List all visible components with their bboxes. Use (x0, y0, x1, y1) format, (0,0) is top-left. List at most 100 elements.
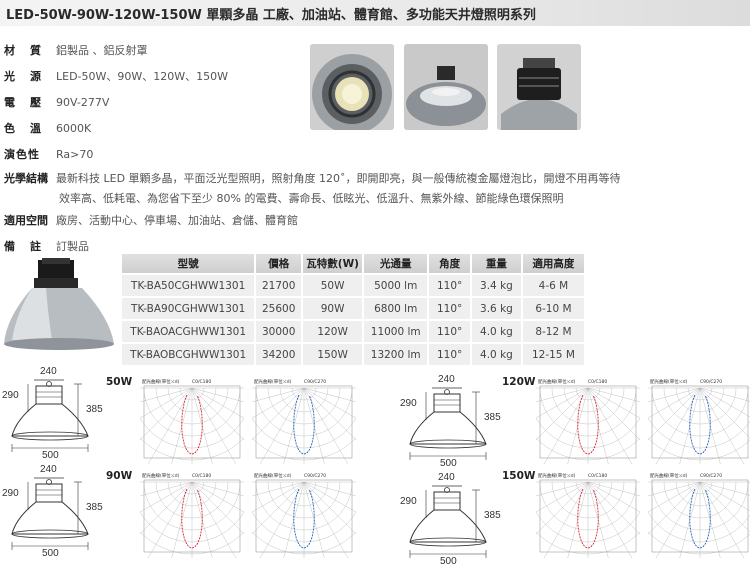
dimension-drawing (404, 380, 500, 466)
polar-chart-svg: 配光曲線(單位:cd) C0/C180 (82, 472, 302, 564)
polar-plane-label: C0/C180 (192, 473, 211, 479)
dim-base-width: 500 (440, 556, 457, 564)
table-cell: 3.6 kg (472, 298, 523, 319)
table-cell: 12-15 M (522, 344, 586, 365)
polar-curve (181, 489, 203, 549)
spec-label: 材 質 (4, 44, 43, 57)
dim-base-width: 500 (440, 458, 457, 469)
table-cell: 25600 (256, 298, 304, 319)
polar-plane-label: C90/C270 (700, 473, 722, 479)
table-row: TK-BAOBCGHWW1301 34200 150W 13200 lm 110… (122, 344, 586, 365)
spec-label: 備 註 (4, 240, 43, 253)
spec-label: 色 溫 (4, 122, 43, 135)
spec-value: 廠房、活動中心、停車場、加油站、倉儲、體育館 (56, 214, 298, 227)
watt-label: 150W (502, 470, 536, 482)
table-cell: 150W (303, 344, 365, 365)
polar-plane-label: C90/C270 (304, 379, 326, 385)
dim-body-height: 290 (2, 390, 19, 401)
dim-total-height: 385 (484, 510, 501, 521)
polar-title: 配光曲線(單位:cd) (142, 378, 180, 385)
table-cell: 34200 (256, 344, 304, 365)
dimension-drawing (6, 372, 102, 458)
spec-label: 光學結構 (4, 172, 48, 185)
spec-label: 演色性 (4, 148, 40, 161)
polar-title: 配光曲線(單位:cd) (254, 378, 292, 385)
dim-total-height: 385 (86, 502, 103, 513)
polar-plane-label: C90/C270 (304, 473, 326, 479)
table-cell: 120W (303, 321, 365, 342)
polar-curve (689, 489, 711, 549)
spec-value: 90V-277V (56, 96, 110, 109)
spec-value: LED-50W、90W、120W、150W (56, 70, 229, 83)
dim-total-height: 385 (484, 412, 501, 423)
table-row: TK-BA50CGHWW1301 21700 50W 5000 lm 110° … (122, 275, 586, 296)
polar-title: 配光曲線(單位:cd) (254, 472, 292, 479)
spec-value: 6000K (56, 122, 92, 135)
dim-body-height: 290 (400, 398, 417, 409)
dim-body-height: 290 (2, 488, 19, 499)
table-cell: 8-12 M (522, 321, 586, 342)
table-header: 角度 (429, 254, 472, 273)
title-bar (0, 0, 750, 26)
polar-chart-c90: 配光曲線(單位:cd)C90/C270 (590, 376, 750, 498)
dim-base-width: 500 (42, 548, 59, 559)
table-cell: TK-BAOBCGHWW1301 (122, 344, 257, 365)
product-photo-side (404, 44, 488, 130)
polar-title: 配光曲線(單位:cd) (538, 378, 576, 385)
polar-title: 配光曲線(單位:cd) (538, 472, 576, 479)
dim-top-width: 240 (40, 366, 57, 377)
lamp-illustration (2, 258, 116, 362)
spec-note: 備 註訂製品 (4, 238, 89, 254)
polar-chart-svg: 配光曲線(單位:cd)C0/C180 (478, 472, 698, 564)
polar-plane-label: C90/C270 (700, 379, 722, 385)
spec-value: 鋁製品 、鋁反射罩 (56, 44, 148, 57)
table-cell: 4-6 M (522, 275, 586, 296)
polar-chart-c0: 配光曲線(單位:cd) C0/C180 (82, 470, 302, 564)
dim-total-height: 385 (86, 404, 103, 415)
spec-label: 電 壓 (4, 96, 43, 109)
table-cell: 30000 (256, 321, 304, 342)
polar-chart-svg: 配光曲線(單位:cd) C90/C270 (194, 378, 414, 498)
table-header-row: 型號 價格 瓦特數(W) 光通量 角度 重量 適用高度 (122, 254, 586, 273)
product-photo-top (497, 44, 581, 130)
page-title: LED-50W-90W-120W-150W 單顆多晶 工廠、加油站、體育館、多功… (6, 8, 536, 23)
table-cell: 11000 lm (364, 321, 430, 342)
polar-chart-c90: 配光曲線(單位:cd) C90/C270 (194, 470, 414, 564)
table-header: 適用高度 (522, 254, 586, 273)
spec-application: 適用空間廠房、活動中心、停車場、加油站、倉儲、體育館 (4, 212, 298, 228)
polar-chart-svg: 配光曲線(單位:cd) C0/C180 (82, 378, 302, 498)
table-cell: 6-10 M (522, 298, 586, 319)
spec-optics: 光學結構最新科技 LED 單顆多晶，平面泛光型照明，照射角度 120˚，即開即亮… (4, 170, 621, 186)
table-header: 價格 (256, 254, 304, 273)
spec-optics-line2: 效率高、低耗電、為您省下至少 80% 的電費、壽命長、低眩光、低溫升、無紫外線、… (59, 192, 564, 205)
product-photo-front (310, 44, 394, 130)
spec-value: 最新科技 LED 單顆多晶，平面泛光型照明，照射角度 120˚，即開即亮，與一般… (56, 172, 621, 185)
polar-chart-c0: 配光曲線(單位:cd)C0/C180 (478, 470, 698, 564)
spec-material: 材 質鋁製品 、鋁反射罩 (4, 42, 148, 58)
polar-plane-label: C0/C180 (588, 379, 607, 385)
table-row: TK-BAOACGHWW1301 30000 120W 11000 lm 110… (122, 321, 586, 342)
polar-chart-svg: 配光曲線(單位:cd) C0/C180 (478, 378, 698, 498)
spec-value: 訂製品 (56, 240, 89, 253)
table-cell: 110° (429, 321, 472, 342)
spec-color-temp: 色 溫 6000K (4, 120, 91, 136)
polar-chart-c90: 配光曲線(單位:cd) C90/C270 (194, 376, 414, 498)
table-cell: 13200 lm (364, 344, 430, 365)
polar-chart-c90: 配光曲線(單位:cd)C90/C270 (590, 470, 750, 564)
table-cell: 110° (429, 344, 472, 365)
spec-table: 型號 價格 瓦特數(W) 光通量 角度 重量 適用高度 TK-BA50CGHWW… (122, 252, 586, 367)
polar-chart-c0: 配光曲線(單位:cd) C0/C180 (478, 376, 698, 498)
dim-body-height: 290 (400, 496, 417, 507)
table-cell: 3.4 kg (472, 275, 523, 296)
table-cell: 21700 (256, 275, 304, 296)
table-cell: TK-BA90CGHWW1301 (122, 298, 257, 319)
polar-chart-svg: 配光曲線(單位:cd) C90/C270 (194, 472, 414, 564)
polar-curve (577, 395, 599, 455)
dim-top-width: 240 (438, 374, 455, 385)
table-cell: 4.0 kg (472, 344, 523, 365)
table-cell: 90W (303, 298, 365, 319)
spec-label: 適用空間 (4, 214, 48, 227)
polar-title: 配光曲線(單位:cd) (142, 472, 180, 479)
table-cell: TK-BAOACGHWW1301 (122, 321, 257, 342)
